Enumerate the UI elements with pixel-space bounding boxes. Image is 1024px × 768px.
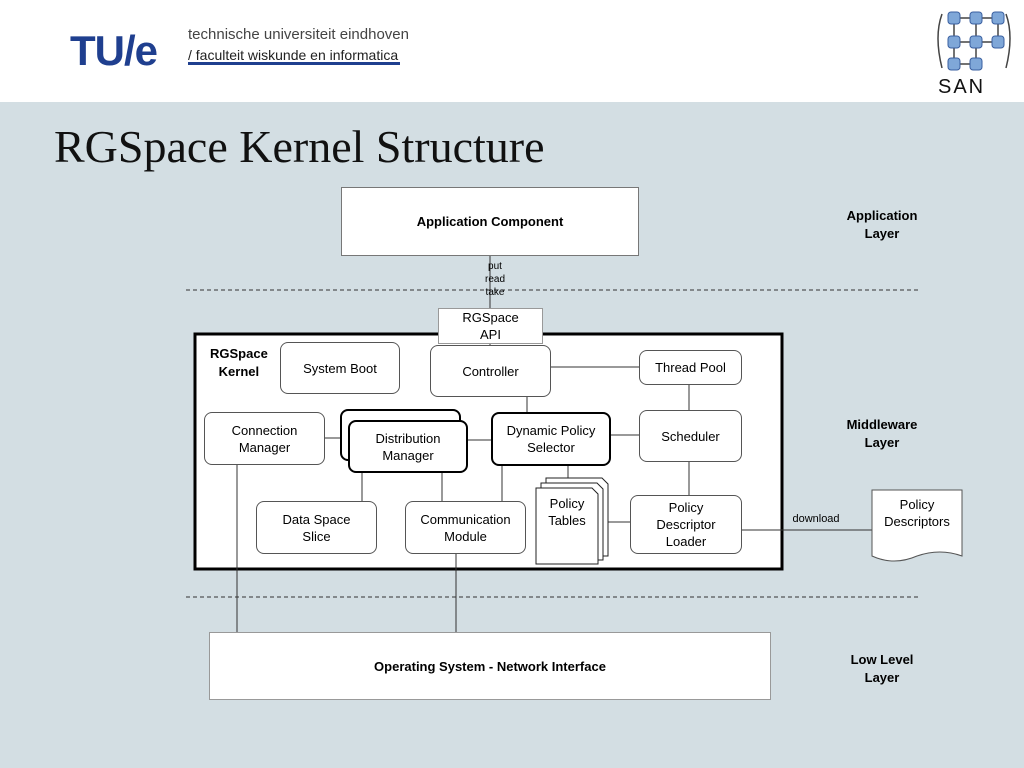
header-bar: TU/e technische universiteit eindhoven /…	[0, 0, 1024, 102]
faculty-name: / faculteit wiskunde en informatica	[188, 47, 399, 63]
university-name: technische universiteit eindhoven	[188, 26, 409, 43]
policy-descriptor-loader-box: Policy Descriptor Loader	[630, 495, 742, 554]
application-layer-label: Application Layer	[846, 208, 918, 241]
system-boot-box: System Boot	[280, 342, 400, 394]
distribution-manager-box: Distribution Manager	[348, 420, 468, 473]
policy-tables-shape	[535, 477, 609, 565]
connection-manager-box: Connection Manager	[204, 412, 325, 465]
api-operations-label: put read take	[484, 261, 505, 298]
download-label: download	[792, 513, 840, 525]
rgspace-api-box: RGSpace API	[438, 308, 543, 344]
low-level-layer-label: Low Level Layer	[850, 652, 914, 685]
san-network-icon	[937, 11, 1011, 71]
rgspace-kernel-label: RGSpace Kernel	[210, 346, 268, 379]
middleware-layer-label: Middleware Layer	[846, 417, 918, 450]
controller-box: Controller	[430, 345, 551, 397]
policy-descriptors-label: Policy Descriptors	[884, 497, 950, 529]
san-logo-text: SAN	[938, 76, 986, 98]
scheduler-box: Scheduler	[639, 410, 742, 462]
data-space-slice-box: Data Space Slice	[256, 501, 377, 554]
application-component-box: Application Component	[341, 187, 639, 256]
thread-pool-box: Thread Pool	[639, 350, 742, 385]
policy-tables-label: Policy Tables	[548, 496, 586, 528]
slide-title: RGSpace Kernel Structure	[54, 121, 545, 172]
operating-system-box: Operating System - Network Interface	[209, 632, 771, 700]
header-underline	[188, 62, 400, 65]
communication-module-box: Communication Module	[405, 501, 526, 554]
policy-descriptors-shape	[871, 489, 963, 562]
dynamic-policy-selector-box: Dynamic Policy Selector	[491, 412, 611, 466]
tue-logo: TU/e	[70, 27, 158, 74]
